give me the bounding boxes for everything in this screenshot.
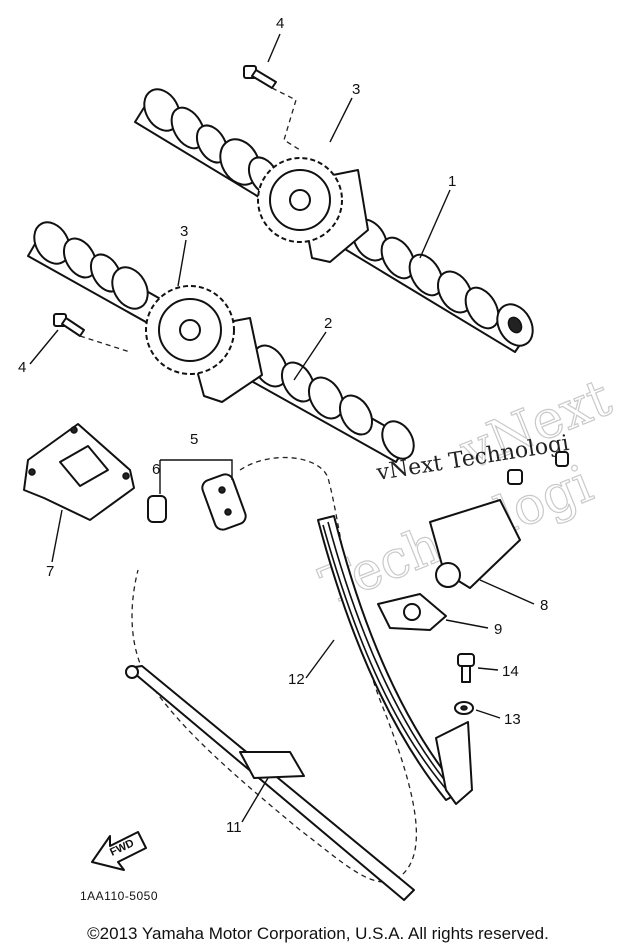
- callout-5: 5: [190, 431, 198, 448]
- part-9-gasket: [377, 593, 447, 631]
- callout-2: 2: [324, 315, 332, 332]
- callout-4-top: 4: [276, 15, 284, 32]
- callout-8: 8: [540, 597, 548, 614]
- part-3-sprocket-upper: [257, 157, 343, 243]
- part-11-chain-guide-rail: [125, 665, 415, 901]
- callout-7: 7: [46, 563, 54, 580]
- callout-3-top: 3: [352, 81, 360, 98]
- callout-4-lower: 4: [18, 359, 26, 376]
- leader-lines: [29, 33, 535, 823]
- callout-13: 13: [504, 711, 521, 728]
- part-3-sprocket-lower: [145, 285, 235, 375]
- callout-14: 14: [502, 663, 519, 680]
- callout-12: 12: [288, 671, 305, 688]
- callout-6: 6: [152, 461, 160, 478]
- copyright-notice: ©2013 Yamaha Motor Corporation, U.S.A. A…: [87, 924, 549, 943]
- callout-3-lower: 3: [180, 223, 188, 240]
- callout-9: 9: [494, 621, 502, 638]
- part-14-bolt: [457, 653, 475, 683]
- part-7-chain-guide-bracket: [23, 423, 135, 521]
- forward-direction-arrow: FWD: [91, 831, 147, 871]
- part-4-bolt-upper: [243, 65, 301, 151]
- guide-stopper-bracket: [435, 721, 473, 805]
- part-6-chain-joint: [147, 495, 167, 523]
- callout-1: 1: [448, 173, 456, 190]
- callout-numbers: 4 3 1 3 2 4 5 6 7 8 9 12 14 13 11: [18, 15, 548, 836]
- callout-11: 11: [226, 819, 242, 836]
- part-8-chain-tensioner: [429, 451, 569, 589]
- part-code: 1AA110-5050: [80, 889, 158, 903]
- part-5-chain-link: [201, 473, 247, 531]
- part-4-bolt-lower: [53, 313, 131, 353]
- part-13-washer: [454, 701, 474, 715]
